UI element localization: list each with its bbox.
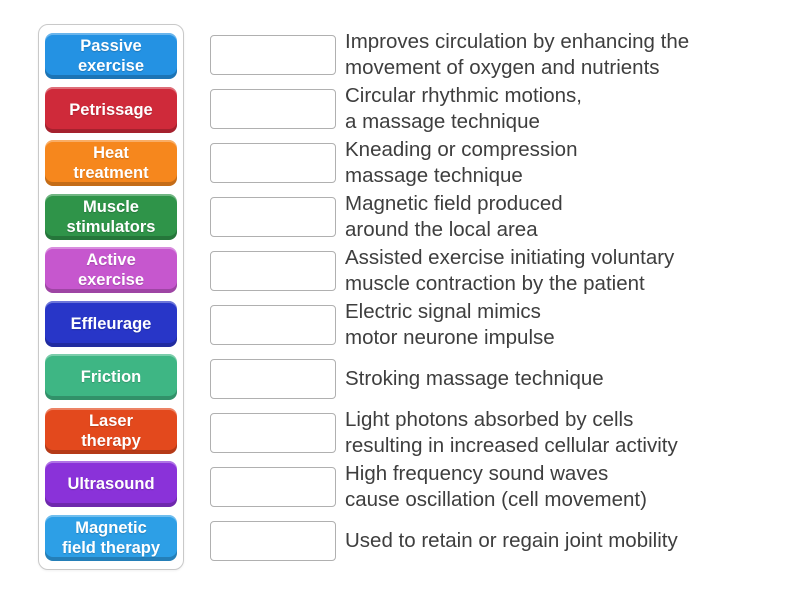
term-tile-magnetic-field-therapy[interactable]: Magnetic field therapy [45,514,177,561]
term-tile-effleurage[interactable]: Effleurage [45,300,177,347]
match-row: High frequency sound waves cause oscilla… [210,460,790,514]
definition-text-9: High frequency sound waves cause oscilla… [345,462,647,511]
definition-text-1: Improves circulation by enhancing the mo… [345,30,690,79]
answer-dropzone-4[interactable] [210,197,336,237]
definition-text-6: Electric signal mimics motor neurone imp… [345,300,555,349]
match-row: Assisted exercise initiating voluntary m… [210,244,790,298]
definition-text-8: Light photons absorbed by cells resultin… [345,408,678,457]
term-tile-friction[interactable]: Friction [45,354,177,401]
term-tile-heat-treatment[interactable]: Heat treatment [45,140,177,187]
answer-dropzone-9[interactable] [210,467,336,507]
answer-dropzone-1[interactable] [210,35,336,75]
answer-dropzone-3[interactable] [210,143,336,183]
term-tile-muscle-stimulators[interactable]: Muscle stimulators [45,193,177,240]
answer-dropzone-5[interactable] [210,251,336,291]
term-tile-panel: Passive exercise Petrissage Heat treatme… [38,24,184,570]
term-tile-ultrasound[interactable]: Ultrasound [45,461,177,508]
match-row: Kneading or compression massage techniqu… [210,136,790,190]
definition-text-2: Circular rhythmic motions, a massage tec… [345,84,582,133]
definition-text-3: Kneading or compression massage techniqu… [345,138,578,187]
match-rows: Improves circulation by enhancing the mo… [210,28,790,568]
answer-dropzone-2[interactable] [210,89,336,129]
match-row: Light photons absorbed by cells resultin… [210,406,790,460]
answer-dropzone-6[interactable] [210,305,336,345]
match-row: Improves circulation by enhancing the mo… [210,28,790,82]
term-tile-passive-exercise[interactable]: Passive exercise [45,33,177,79]
match-row: Electric signal mimics motor neurone imp… [210,298,790,352]
definition-text-10: Used to retain or regain joint mobility [345,529,678,552]
answer-dropzone-10[interactable] [210,521,336,561]
term-tile-active-exercise[interactable]: Active exercise [45,247,177,294]
answer-dropzone-7[interactable] [210,359,336,399]
term-tile-petrissage[interactable]: Petrissage [45,86,177,133]
match-row: Circular rhythmic motions, a massage tec… [210,82,790,136]
match-row: Stroking massage technique [210,352,790,406]
answer-dropzone-8[interactable] [210,413,336,453]
definition-text-5: Assisted exercise initiating voluntary m… [345,246,675,295]
match-row: Magnetic field produced around the local… [210,190,790,244]
definition-text-7: Stroking massage technique [345,367,604,390]
match-row: Used to retain or regain joint mobility [210,514,790,568]
definition-text-4: Magnetic field produced around the local… [345,192,563,241]
term-tile-laser-therapy[interactable]: Laser therapy [45,407,177,454]
